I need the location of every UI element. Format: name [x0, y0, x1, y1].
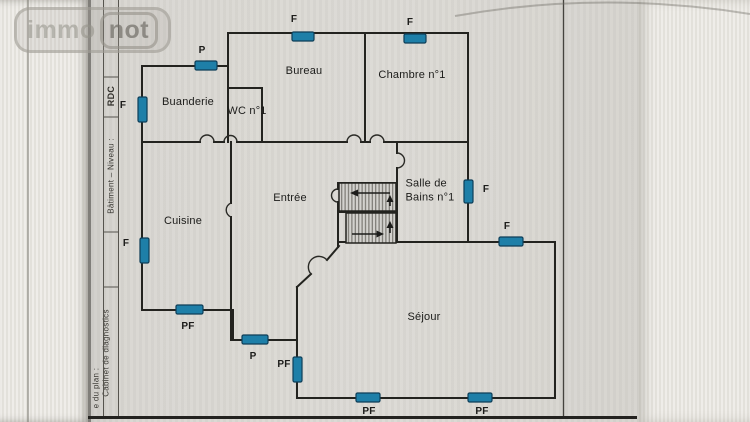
surface-groove	[27, 0, 29, 422]
opening-label-p-buanderie: P	[198, 44, 206, 56]
opening-label-pf-sejour-left: PF	[277, 358, 291, 370]
window-pf-cuisine-bottom	[175, 304, 204, 315]
stair-arrow-up-2	[386, 221, 394, 228]
stair-arrow-left	[350, 189, 358, 197]
opening-label-f-cuisine: F	[122, 237, 130, 249]
plan-paper-sheet	[88, 0, 637, 422]
room-label-entree: Entrée	[273, 192, 307, 205]
stair-direction-lines	[352, 192, 391, 235]
watermark-not-text: not	[99, 11, 159, 49]
immonot-watermark: immo not	[14, 7, 172, 53]
window-f-sdb-right	[463, 179, 474, 204]
window-f-sejour-top	[498, 236, 524, 247]
window-f-cuisine-left	[139, 237, 150, 264]
window-f-bureau-top	[291, 31, 315, 42]
stair-upper-flight	[338, 182, 397, 212]
opening-label-f-bureau: F	[290, 13, 298, 25]
window-pf-sejour-bottom-2	[467, 392, 493, 403]
photo-background-left	[0, 0, 90, 422]
door-swing-arcs	[199, 134, 406, 275]
window-pf-sejour-bottom-1	[355, 392, 381, 403]
opening-label-f-buanderie: F	[119, 99, 127, 111]
opening-label-pf-bottom-1: PF	[362, 405, 376, 417]
stair-arrow-up-1	[386, 195, 394, 202]
room-label-bureau: Bureau	[285, 65, 323, 78]
opening-label-f-sdb: F	[482, 183, 490, 195]
window-f-buanderie-left	[137, 96, 148, 123]
room-label-wc1: WC n°1	[227, 105, 267, 118]
opening-label-pf-cuisine: PF	[181, 320, 195, 332]
opening-label-f-chambre: F	[406, 16, 414, 28]
opening-label-f-sejour-top: F	[503, 220, 511, 232]
watermark-immo-text: immo	[27, 15, 96, 44]
door-p-buanderie-top	[194, 60, 218, 71]
legend-cell-dividers	[103, 76, 118, 288]
opening-label-p-entree: P	[249, 350, 257, 362]
paper-curl-shadow	[454, 1, 750, 17]
room-label-chambre1: Chambre n°1	[378, 69, 446, 82]
room-label-sejour: Séjour	[407, 311, 441, 324]
room-label-buanderie: Buanderie	[162, 96, 214, 109]
window-pf-sejour-left	[292, 356, 303, 383]
window-f-chambre-top	[403, 33, 427, 44]
staircase	[338, 182, 397, 244]
door-p-entree-bottom	[241, 334, 269, 345]
photo-background-right	[637, 0, 750, 422]
room-label-sdb1: Salle de Bains n°1	[405, 177, 455, 203]
opening-label-pf-bottom-2: PF	[475, 405, 489, 417]
room-label-cuisine: Cuisine	[163, 215, 203, 228]
paper-left-edge-shadow	[88, 0, 91, 422]
stair-arrow-right	[376, 230, 384, 238]
